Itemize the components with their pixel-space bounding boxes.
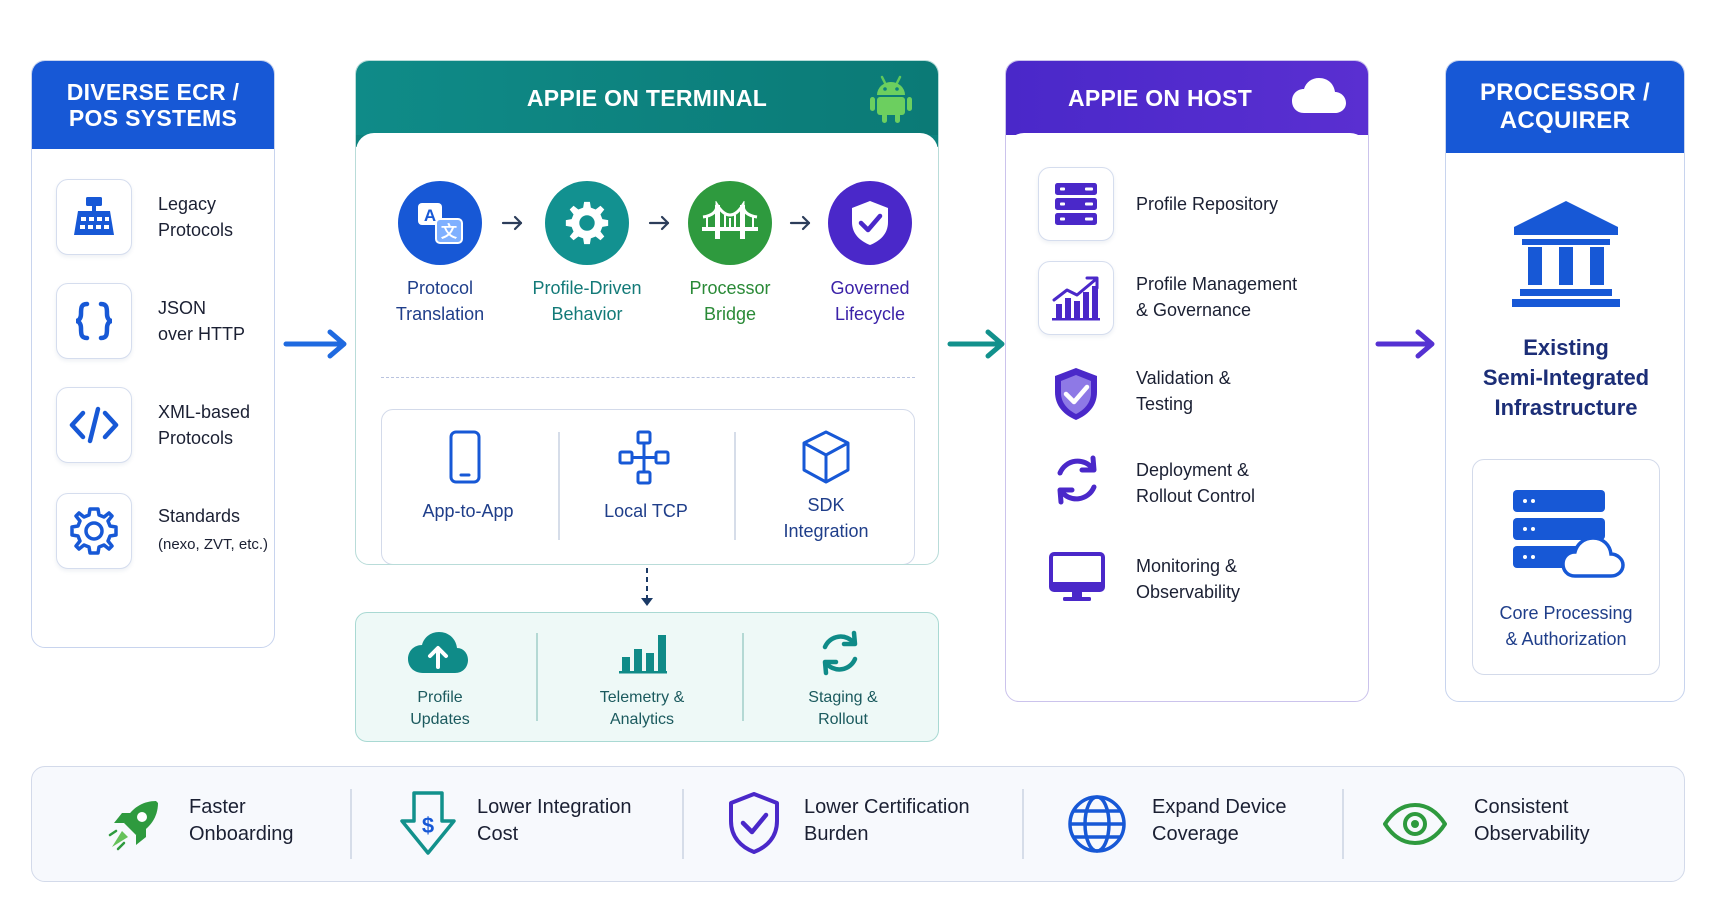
ecr-pos-panel: DIVERSE ECR / POS SYSTEMS Legacy Protoco… xyxy=(31,60,275,648)
host-panel: APPIE ON HOST Profile Repository xyxy=(1005,60,1369,702)
lower-integration-cost-label: Lower Integration Cost xyxy=(477,796,632,845)
validation-testing-icon-box xyxy=(1038,357,1114,431)
profile-driven-label: Profile-Driven Behavior xyxy=(532,278,642,324)
rocket-icon xyxy=(108,801,158,851)
shield-check-icon xyxy=(852,201,888,245)
gear-icon xyxy=(565,201,609,245)
monitoring-observability-label: Monitoring & Observability xyxy=(1136,556,1241,602)
sdk-integration-label: SDK Integration xyxy=(783,495,869,541)
core-processing-label: Core Processing & Authorization xyxy=(1499,603,1633,649)
existing-infrastructure-label: Existing Semi-Integrated Infrastructure xyxy=(1482,335,1650,420)
profile-management-icon-box xyxy=(1038,261,1114,335)
json-http-label: JSON over HTTP xyxy=(158,298,246,344)
terminal-to-services-arrow xyxy=(641,568,653,606)
step-arrow-2 xyxy=(648,215,670,231)
terminal-services-box: Profile Updates Telemetry & Analytics St… xyxy=(355,612,939,742)
expand-device-coverage-label: Expand Device Coverage xyxy=(1152,796,1287,845)
arrow-ecr-to-terminal xyxy=(283,329,347,359)
shield-check-icon xyxy=(1055,368,1097,420)
eye-icon xyxy=(1383,803,1447,845)
network-nodes-icon xyxy=(618,430,670,485)
step-arrow-1 xyxy=(501,215,523,231)
json-http-icon-box xyxy=(56,283,132,359)
ecr-pos-panel-title: DIVERSE ECR / POS SYSTEMS xyxy=(32,61,274,149)
legacy-protocols-icon-box xyxy=(56,179,132,255)
standards-icon-box xyxy=(56,493,132,569)
staging-rollout-label: Staging & Rollout xyxy=(808,689,878,728)
local-tcp-label: Local TCP xyxy=(604,501,688,521)
cloud-upload-icon xyxy=(408,632,468,673)
monitor-icon xyxy=(1049,552,1105,601)
svg-text:$: $ xyxy=(422,813,434,838)
validation-testing-label: Validation & Testing xyxy=(1136,368,1231,414)
profile-repository-icon-box xyxy=(1038,167,1114,241)
cloud-icon xyxy=(1292,78,1346,113)
benefits-bar: Faster Onboarding $ Lower Integration Co… xyxy=(31,766,1685,882)
step-arrow-3 xyxy=(789,215,811,231)
curly-braces-icon xyxy=(75,301,113,341)
cash-register-icon xyxy=(74,197,114,235)
profile-driven-circle xyxy=(545,181,629,265)
shield-check-icon xyxy=(729,792,779,854)
sync-icon xyxy=(1057,455,1097,505)
refresh-icon xyxy=(822,630,858,676)
arrow-host-to-processor xyxy=(1375,329,1435,359)
governed-lifecycle-circle xyxy=(828,181,912,265)
connection-options-box: App-to-App Local TCP SDK xyxy=(381,409,915,564)
processor-bridge-circle xyxy=(688,181,772,265)
consistent-observability-label: Consistent Observability xyxy=(1474,796,1590,845)
xml-protocols-icon-box xyxy=(56,387,132,463)
telemetry-analytics-label: Telemetry & Analytics xyxy=(599,689,685,728)
core-processing-box: Core Processing & Authorization xyxy=(1472,459,1660,675)
translate-icon: A 文 xyxy=(418,203,463,244)
server-icon xyxy=(1055,183,1097,225)
bar-chart-icon xyxy=(619,635,667,674)
protocol-translation-label: Protocol Translation xyxy=(395,278,485,324)
terminal-panel: APPIE ON TERMINAL A 文 Protocol Translati… xyxy=(355,60,939,565)
code-brackets-icon xyxy=(69,406,119,444)
faster-onboarding-label: Faster Onboarding xyxy=(189,796,294,845)
legacy-protocols-label: Legacy Protocols xyxy=(158,194,234,240)
governed-lifecycle-label: Governed Lifecycle xyxy=(830,278,910,324)
smartphone-icon xyxy=(449,430,481,484)
profile-management-label: Profile Management & Governance xyxy=(1136,274,1298,320)
terminal-divider xyxy=(381,377,915,378)
lower-certification-burden-label: Lower Certification Burden xyxy=(804,796,970,845)
bridge-icon xyxy=(702,201,758,239)
processor-panel-title: PROCESSOR / ACQUIRER xyxy=(1446,61,1684,153)
dollar-down-icon: $ xyxy=(400,791,456,855)
processor-bridge-label: Processor Bridge xyxy=(689,278,771,324)
android-icon xyxy=(870,75,912,123)
svg-text:文: 文 xyxy=(441,222,458,241)
profile-repository-label: Profile Repository xyxy=(1136,194,1279,214)
protocol-translation-circle: A 文 xyxy=(398,181,482,265)
growth-chart-icon xyxy=(1052,276,1100,321)
profile-updates-label: Profile Updates xyxy=(410,689,470,728)
processor-panel: PROCESSOR / ACQUIRER Existing Semi-Integ… xyxy=(1445,60,1685,702)
arrow-terminal-to-host xyxy=(947,329,1005,359)
bank-icon xyxy=(1512,201,1620,307)
standards-label: Standards (nexo, ZVT, etc.) xyxy=(158,506,269,553)
app-to-app-label: App-to-App xyxy=(422,501,514,521)
terminal-panel-title: APPIE ON TERMINAL xyxy=(356,61,938,135)
globe-icon xyxy=(1068,795,1126,853)
gear-icon xyxy=(70,507,118,555)
cube-icon xyxy=(802,430,850,484)
svg-text:A: A xyxy=(424,206,436,225)
server-cloud-icon xyxy=(1513,490,1625,578)
deployment-rollout-label: Deployment & Rollout Control xyxy=(1136,460,1256,506)
xml-protocols-label: XML-based Protocols xyxy=(158,402,251,448)
